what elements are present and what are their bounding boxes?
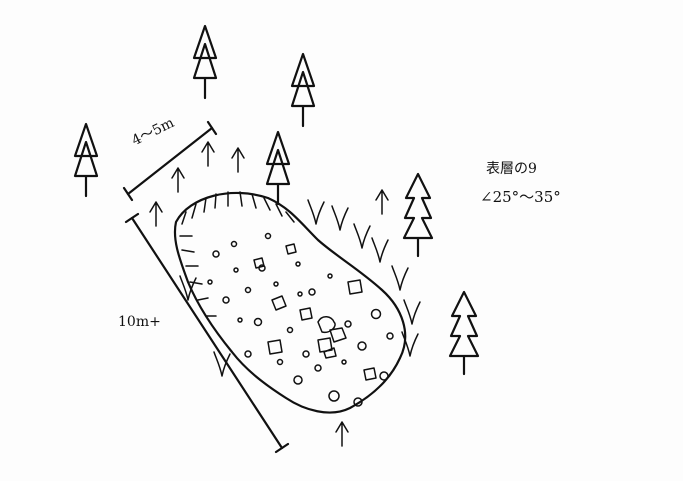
grass-icon bbox=[172, 168, 184, 192]
grass-icon bbox=[232, 148, 244, 172]
grass-icon bbox=[392, 266, 408, 290]
grass-icon bbox=[376, 190, 388, 214]
tree-icon bbox=[404, 174, 432, 256]
grass-icon bbox=[308, 200, 324, 224]
tree-icon bbox=[267, 132, 289, 204]
grass-icon bbox=[150, 202, 162, 226]
grass-icon bbox=[404, 300, 420, 324]
rock-debris bbox=[208, 234, 393, 407]
length-dimension bbox=[126, 214, 288, 452]
grass-icon bbox=[332, 206, 348, 230]
slope-angle-label: ∠25°〜35° bbox=[480, 186, 561, 207]
tree-icon bbox=[450, 292, 478, 374]
grass-icon bbox=[372, 238, 388, 262]
tree-icon bbox=[194, 26, 216, 98]
length-label: 10m+ bbox=[118, 314, 161, 330]
tree-icon bbox=[292, 54, 314, 126]
grass-icon bbox=[202, 142, 214, 166]
tree-icon bbox=[75, 124, 97, 196]
grass-icon bbox=[354, 224, 370, 248]
collapse-type-label: 表層の9 bbox=[486, 158, 537, 178]
grass-icon bbox=[336, 422, 348, 446]
